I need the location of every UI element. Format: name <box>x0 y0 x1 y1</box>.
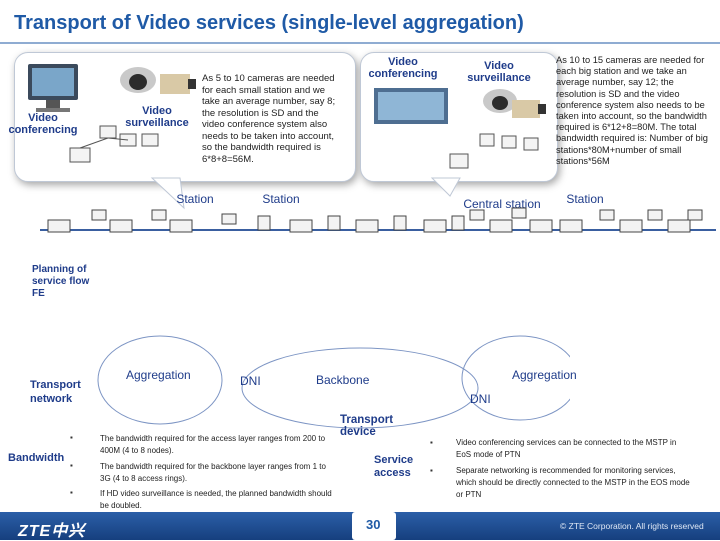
bullet-left-1: The bandwidth required for the access la… <box>100 434 326 455</box>
right-video-surveillance-label: Video surveillance <box>467 60 531 84</box>
box-camera-icon <box>160 74 196 94</box>
central-station-label: Central station <box>463 197 541 211</box>
aggregation-left-label: Aggregation <box>126 368 191 382</box>
dni-right-label: DNI <box>470 392 491 406</box>
video-conferencing-terminal-icon <box>28 64 78 112</box>
right-box-camera-icon <box>512 100 546 118</box>
conference-room-screen-icon <box>374 88 448 124</box>
transport-device-label: Transport device <box>340 414 394 438</box>
bullet-right-2: Separate networking is recommended for m… <box>456 466 690 499</box>
left-bandwidth-note: As 5 to 10 cameras are needed for each s… <box>202 73 336 165</box>
bullet-dot-right-2: ▪ <box>430 466 433 475</box>
page-title: Transport of Video services (single-leve… <box>14 12 524 34</box>
right-bandwidth-note: As 10 to 15 cameras are needed for each … <box>556 55 708 166</box>
backbone-label: Backbone <box>316 373 370 387</box>
station-network-line <box>40 207 716 233</box>
aggregation-right-ring <box>461 335 570 421</box>
bullet-dot-left-3: ▪ <box>70 488 73 497</box>
dome-camera-icon <box>120 67 156 93</box>
bullet-dot-right-1: ▪ <box>430 438 433 447</box>
bandwidth-label: Bandwidth <box>8 452 65 464</box>
planning-service-flow-label: Planning of service flow FE <box>32 264 90 299</box>
bullet-dot-left-2: ▪ <box>70 461 73 470</box>
page-number-badge <box>352 512 396 540</box>
dni-left-label: DNI <box>240 374 261 388</box>
bullet-right-1: Video conferencing services can be conne… <box>456 438 677 459</box>
ring-topology-diagram <box>97 335 570 429</box>
left-video-conferencing-label: Video conferencing <box>8 112 78 136</box>
service-access-label: Service access <box>374 454 414 479</box>
copyright-text: © ZTE Corporation. All rights reserved <box>560 521 704 531</box>
transport-network-label: Transport network <box>30 379 81 405</box>
zte-logo: ZTE中兴 <box>18 523 86 540</box>
bullet-dot-left-1: ▪ <box>70 433 73 442</box>
station-label-3: Station <box>566 192 604 206</box>
station-label-1: Station <box>176 192 214 206</box>
station-label-2: Station <box>262 192 300 206</box>
right-network-devices-icon <box>449 133 539 169</box>
page-number: 30 <box>366 517 381 532</box>
right-dome-camera-icon <box>483 89 517 113</box>
backbone-ring <box>241 347 479 429</box>
left-video-surveillance-label: Video surveillance <box>125 105 189 129</box>
left-bubble-tail <box>150 177 185 210</box>
bullet-left-2: The bandwidth required for the backbone … <box>100 462 326 483</box>
aggregation-left-ring <box>97 335 223 425</box>
aggregation-right-label: Aggregation <box>512 368 577 382</box>
right-bubble-tail <box>430 177 461 197</box>
left-network-devices-icon <box>69 125 159 163</box>
bullet-left-3: If HD video surveillance is needed, the … <box>100 489 332 510</box>
right-video-conferencing-label: Video conferencing <box>368 56 438 80</box>
title-divider <box>0 42 720 44</box>
